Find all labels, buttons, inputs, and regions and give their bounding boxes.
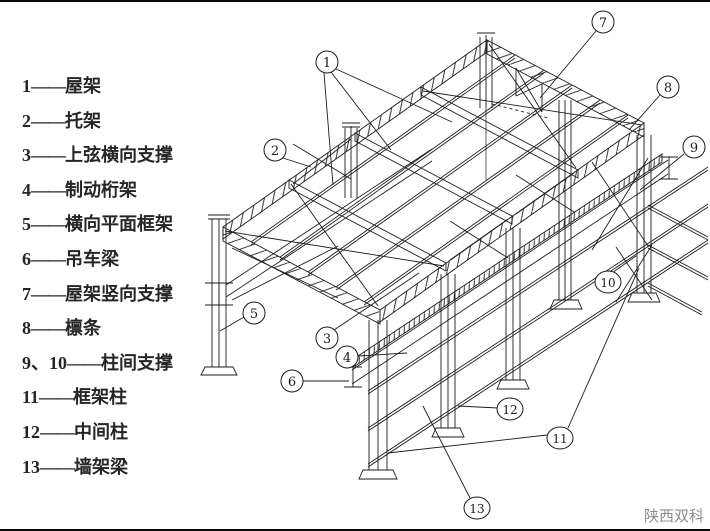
crane-beam-front (344, 153, 678, 388)
callout-6: 6 (280, 369, 304, 393)
legend: 1——屋架 2——托架 3——上弦横向支撑 4——制动桁架 5——横向平面框架 … (22, 69, 173, 484)
callout-1: 1 (315, 50, 339, 74)
legend-item-8: 8——檩条 (22, 318, 101, 339)
svg-text:11: 11 (552, 432, 567, 446)
callout-11: 11 (546, 426, 574, 450)
right-end-truss-band (486, 39, 645, 138)
callout-3: 3 (315, 326, 339, 350)
legend-item-3: 3——上弦横向支撑 (22, 145, 173, 166)
svg-text:12: 12 (502, 403, 517, 417)
top-border (0, 0, 710, 2)
callout-9: 9 (682, 135, 706, 159)
svg-text:5: 5 (250, 307, 258, 322)
svg-text:8: 8 (664, 81, 672, 96)
legend-item-12: 12——中间柱 (22, 421, 128, 442)
callout-8: 8 (656, 75, 680, 99)
callout-5: 5 (242, 301, 266, 325)
svg-text:6: 6 (288, 375, 296, 390)
left-end-truss-band (222, 226, 381, 325)
roof-truss-chord (288, 179, 447, 272)
legend-item-7: 7——屋架竖向支撑 (22, 283, 173, 304)
callouts: 1 2 3 4 5 6 7 8 9 10 11 12 13 (242, 10, 706, 520)
crane-beam-back (205, 148, 433, 306)
column-bracing (231, 157, 653, 303)
callout-10: 10 (594, 270, 622, 294)
svg-text:7: 7 (599, 16, 607, 31)
legend-item-11: 11——框架柱 (22, 387, 128, 408)
leader-lines (219, 30, 685, 499)
legend-item-9-10: 9、10——柱间支撑 (22, 352, 173, 373)
svg-text:9: 9 (690, 141, 698, 156)
legend-item-1: 1——屋架 (22, 76, 101, 96)
callout-13: 13 (463, 496, 491, 520)
legend-item-4: 4——制动桁架 (22, 179, 137, 200)
svg-text:13: 13 (469, 502, 484, 516)
legend-item-2: 2——托架 (22, 110, 101, 131)
legend-item-5: 5——横向平面框架 (22, 214, 173, 235)
svg-text:3: 3 (323, 332, 331, 347)
wall-girts (367, 166, 709, 468)
callout-4: 4 (335, 345, 359, 369)
callout-7: 7 (591, 10, 615, 34)
roof-truss-chord (420, 86, 579, 179)
svg-text:4: 4 (343, 351, 351, 366)
watermark: 陕西双科 (644, 508, 705, 525)
svg-text:2: 2 (271, 144, 279, 159)
callout-2: 2 (263, 138, 287, 162)
svg-text:10: 10 (600, 276, 615, 290)
roof-trusses (222, 39, 645, 325)
legend-item-6: 6——吊车梁 (22, 248, 119, 269)
bottom-border (0, 529, 710, 531)
brake-truss-band (354, 153, 663, 367)
roof-truss-chord (354, 132, 513, 225)
svg-text:1: 1 (323, 56, 331, 71)
roof-top-chord-bracing (224, 43, 643, 307)
callout-12: 12 (496, 397, 524, 421)
legend-item-13: 13——墙架梁 (22, 456, 128, 477)
